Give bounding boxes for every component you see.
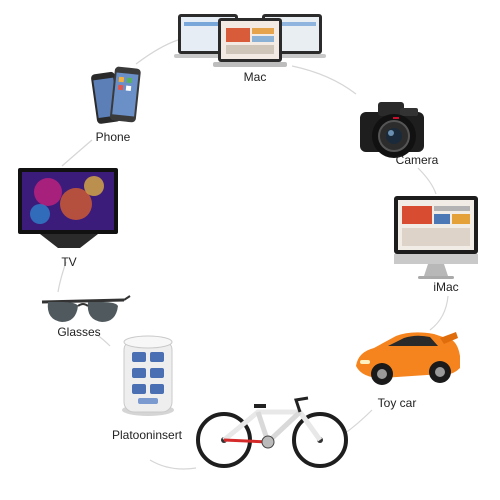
ring-connector-1 (417, 167, 437, 195)
node-label-mac: Mac (243, 70, 267, 84)
node-label-phone: Phone (95, 130, 131, 144)
node-label-imac: iMac (433, 280, 459, 294)
node-label-tv: TV (61, 255, 77, 269)
ring-connector-5 (95, 333, 111, 347)
phones-icon (91, 66, 141, 124)
ring-connector-7 (61, 139, 93, 167)
sunglasses-icon (41, 295, 131, 322)
camera-icon (360, 102, 424, 158)
ring-connector-8 (135, 39, 179, 65)
ring-connector-0 (291, 65, 357, 95)
ring-connector-2 (429, 295, 449, 331)
node-label-glasses: Glasses (57, 325, 101, 339)
bicycle-icon (196, 396, 348, 468)
power-tower-icon (122, 335, 174, 416)
ring-connector-4 (149, 459, 197, 470)
ring-connector-3 (343, 409, 373, 435)
node-label-platooninsert: Platooninsert (111, 428, 183, 442)
toy-car-icon (356, 332, 460, 385)
node-label-toy-car: Toy car (377, 396, 417, 410)
laptops-icon (174, 14, 326, 67)
node-label-camera: Camera (395, 153, 439, 167)
tv-icon (18, 168, 118, 248)
ring-connector-6 (57, 261, 67, 293)
imac-icon (394, 196, 478, 279)
ring-connectors (57, 39, 449, 470)
